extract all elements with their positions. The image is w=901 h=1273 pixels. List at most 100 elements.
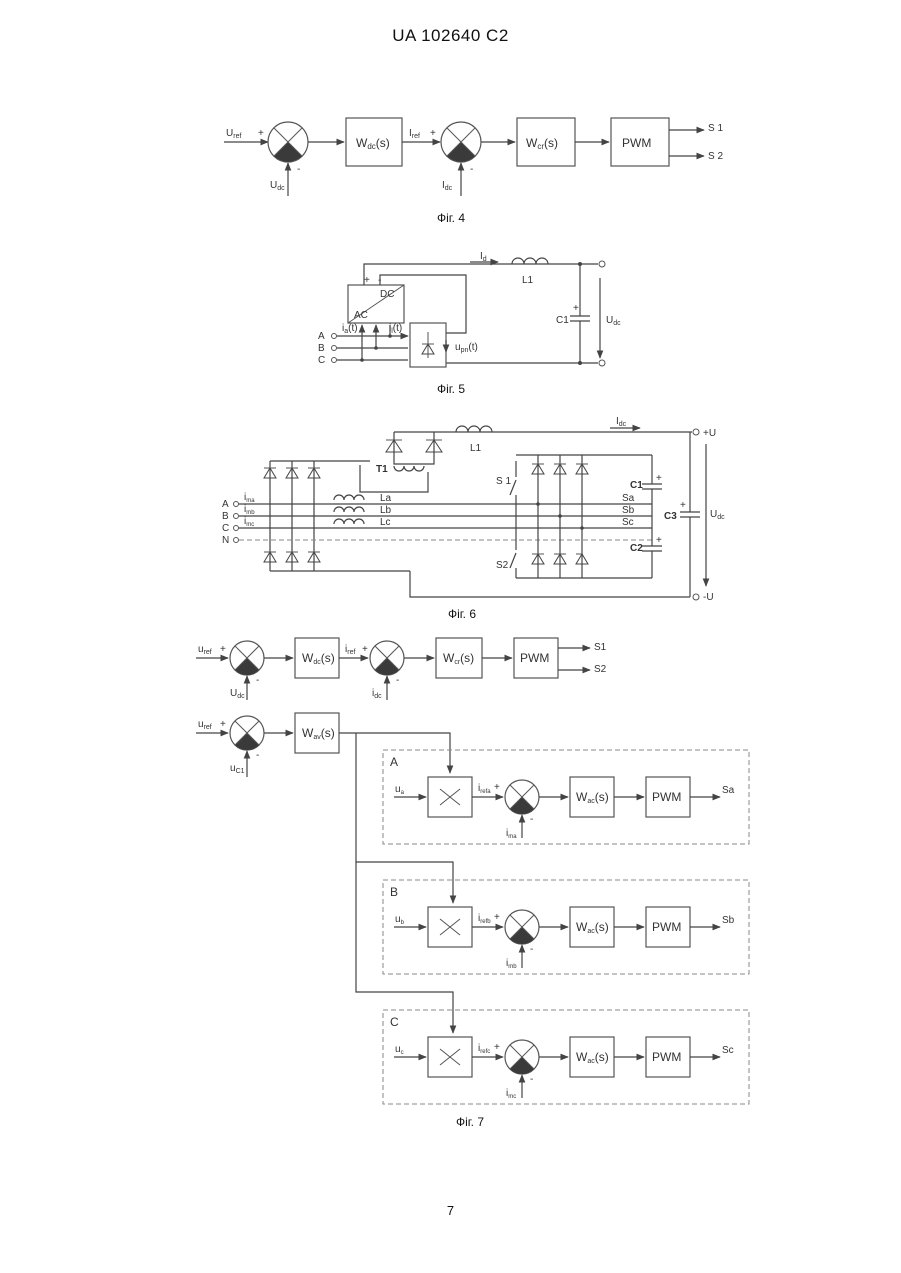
fig7-uc1-label: uC1 bbox=[230, 763, 245, 775]
fig4-iref-label: Iref bbox=[409, 128, 420, 140]
svg-text:C: C bbox=[318, 355, 325, 366]
svg-text:T1: T1 bbox=[376, 464, 388, 475]
fig5-ia-label: ia(t) bbox=[342, 323, 358, 335]
svg-text:Lc: Lc bbox=[380, 517, 391, 528]
fig7-summer-2 bbox=[370, 641, 404, 675]
fig4-caption: Фіг. 4 bbox=[437, 211, 465, 225]
svg-text:ua: ua bbox=[395, 784, 405, 796]
svg-text:N: N bbox=[222, 535, 229, 546]
svg-text:-: - bbox=[256, 750, 259, 761]
svg-text:S 1: S 1 bbox=[496, 476, 511, 487]
svg-text:C3: C3 bbox=[664, 511, 677, 522]
svg-text:+: + bbox=[494, 1042, 500, 1053]
svg-text:C1: C1 bbox=[556, 315, 569, 326]
svg-text:+: + bbox=[258, 128, 264, 139]
svg-text:S 2: S 2 bbox=[708, 151, 723, 162]
svg-text:+: + bbox=[494, 782, 500, 793]
fig4-uref-label: Uref bbox=[226, 128, 241, 140]
svg-text:PWM: PWM bbox=[652, 1050, 681, 1064]
fig6-imb-label: imb bbox=[244, 504, 255, 516]
svg-text:S 1: S 1 bbox=[708, 123, 723, 134]
figure-4: Uref + Udc - Wdc(s) Iref + Idc - Wcr(s) … bbox=[224, 118, 723, 225]
svg-text:+: + bbox=[494, 912, 500, 923]
fig7-phase-block-b: B ub irefb + imb - Wac(s) PWM Sb bbox=[383, 880, 749, 974]
fig7-uref-label: uref bbox=[198, 644, 212, 656]
svg-text:ima: ima bbox=[506, 828, 517, 840]
svg-text:S1: S1 bbox=[594, 642, 607, 653]
fig4-udc-label: Udc bbox=[270, 180, 285, 192]
svg-text:+: + bbox=[656, 473, 662, 484]
fig5-caption: Фіг. 5 bbox=[437, 382, 465, 396]
svg-text:-: - bbox=[530, 814, 533, 825]
svg-text:uc: uc bbox=[395, 1044, 404, 1056]
svg-text:-: - bbox=[297, 164, 300, 175]
fig4-idc-label: Idc bbox=[442, 180, 453, 192]
fig7-phase-block-a: A ua irefa + ima - Wac(s) PWM Sa bbox=[383, 750, 749, 844]
svg-text:imb: imb bbox=[506, 958, 517, 970]
svg-text:-: - bbox=[470, 164, 473, 175]
fig5-id-label: Id bbox=[480, 251, 487, 263]
svg-text:+: + bbox=[680, 500, 686, 511]
fig7-summer-3 bbox=[230, 716, 264, 750]
svg-text:imc: imc bbox=[506, 1088, 516, 1100]
svg-text:+: + bbox=[362, 644, 368, 655]
svg-text:+: + bbox=[364, 275, 370, 286]
svg-text:Sa: Sa bbox=[722, 785, 735, 796]
fig6-caption: Фіг. 6 bbox=[448, 607, 476, 621]
svg-text:S2: S2 bbox=[594, 664, 607, 675]
fig5-upn-label: upn(t) bbox=[455, 342, 478, 354]
svg-text:+: + bbox=[220, 719, 226, 730]
svg-text:Sb: Sb bbox=[722, 915, 735, 926]
svg-text:C2: C2 bbox=[630, 543, 643, 554]
svg-text:L1: L1 bbox=[470, 443, 482, 454]
svg-text:-U: -U bbox=[703, 592, 714, 603]
svg-text:PWM: PWM bbox=[652, 920, 681, 934]
fig6-ima-label: ima bbox=[244, 492, 255, 504]
svg-text:+: + bbox=[430, 128, 436, 139]
fig7-iref-label: iref bbox=[345, 644, 355, 656]
figure-6: Idc L1 +U T1 -U A B C bbox=[222, 416, 725, 621]
svg-text:C: C bbox=[222, 523, 229, 534]
svg-text:PWM: PWM bbox=[520, 651, 549, 665]
svg-text:PWM: PWM bbox=[622, 136, 651, 150]
svg-text:A: A bbox=[318, 331, 325, 342]
svg-text:PWM: PWM bbox=[652, 790, 681, 804]
fig6-inductors: La Lb Lc bbox=[334, 493, 392, 528]
svg-text:+: + bbox=[573, 303, 579, 314]
svg-text:B: B bbox=[390, 885, 398, 899]
fig7-summer-1 bbox=[230, 641, 264, 675]
fig7-udc-label: Udc bbox=[230, 688, 245, 700]
svg-text:Sa: Sa bbox=[622, 493, 635, 504]
svg-text:+: + bbox=[220, 644, 226, 655]
svg-text:irefb: irefb bbox=[478, 913, 491, 925]
fig6-udc-label: Udc bbox=[710, 509, 725, 521]
svg-text:ub: ub bbox=[395, 914, 405, 926]
svg-text:S2: S2 bbox=[496, 560, 509, 571]
svg-text:C1: C1 bbox=[630, 480, 643, 491]
svg-text:-: - bbox=[256, 675, 259, 686]
svg-text:+U: +U bbox=[703, 428, 716, 439]
svg-text:A: A bbox=[390, 755, 398, 769]
fig5-udc-label: Udc bbox=[606, 315, 621, 327]
svg-text:A: A bbox=[222, 499, 229, 510]
fig5-ib-label: il(t) bbox=[389, 323, 402, 335]
figure-5: DC AC + - Id L1 + C1 Udc upn(t) A B bbox=[318, 251, 621, 396]
figure-7: uref + Udc - Wdc(s) iref + idc - Wcr(s) … bbox=[196, 638, 607, 1033]
page-number: 7 bbox=[0, 1203, 901, 1218]
svg-text:B: B bbox=[222, 511, 229, 522]
fig6-imc-label: imc bbox=[244, 516, 254, 528]
svg-text:irefa: irefa bbox=[478, 783, 491, 795]
svg-text:Lb: Lb bbox=[380, 505, 392, 516]
fig7-uref2-label: uref bbox=[198, 719, 212, 731]
fig6-idc-label: Idc bbox=[616, 416, 627, 428]
svg-text:AC: AC bbox=[354, 310, 368, 321]
svg-text:-: - bbox=[396, 675, 399, 686]
svg-text:irefc: irefc bbox=[478, 1043, 490, 1055]
svg-text:+: + bbox=[656, 535, 662, 546]
fig4-summer-2 bbox=[441, 122, 481, 162]
svg-text:B: B bbox=[318, 343, 325, 354]
fig7-caption: Фіг. 7 bbox=[456, 1115, 484, 1129]
svg-text:DC: DC bbox=[380, 289, 394, 300]
svg-text:Sc: Sc bbox=[722, 1045, 734, 1056]
